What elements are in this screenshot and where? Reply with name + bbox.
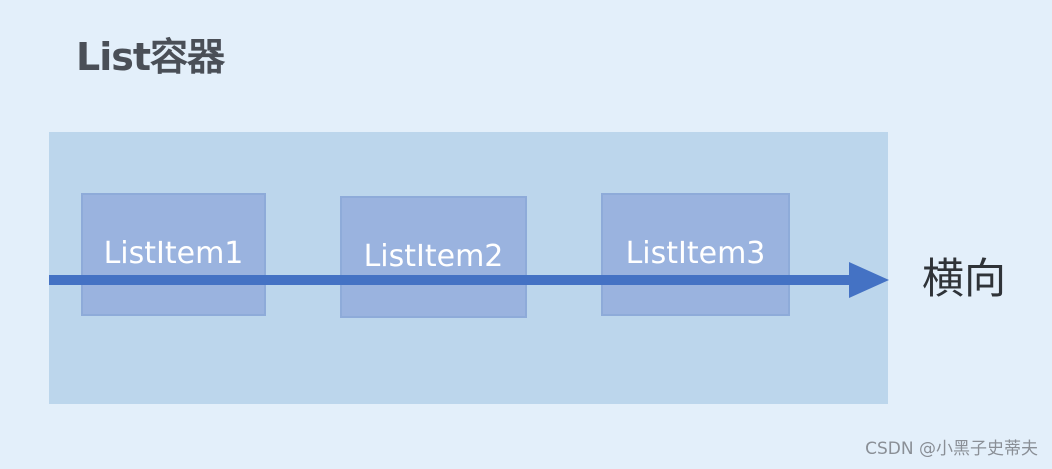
diagram-title: List容器 (76, 35, 225, 79)
watermark: CSDN @小黑子史蒂夫 (865, 439, 1038, 459)
list-item-3: ListItem3 (601, 193, 790, 316)
direction-label: 横向 (922, 254, 1007, 303)
list-item-2: ListItem2 (340, 196, 527, 318)
horizontal-arrow-icon (49, 262, 889, 298)
list-item-1: ListItem1 (81, 193, 266, 316)
